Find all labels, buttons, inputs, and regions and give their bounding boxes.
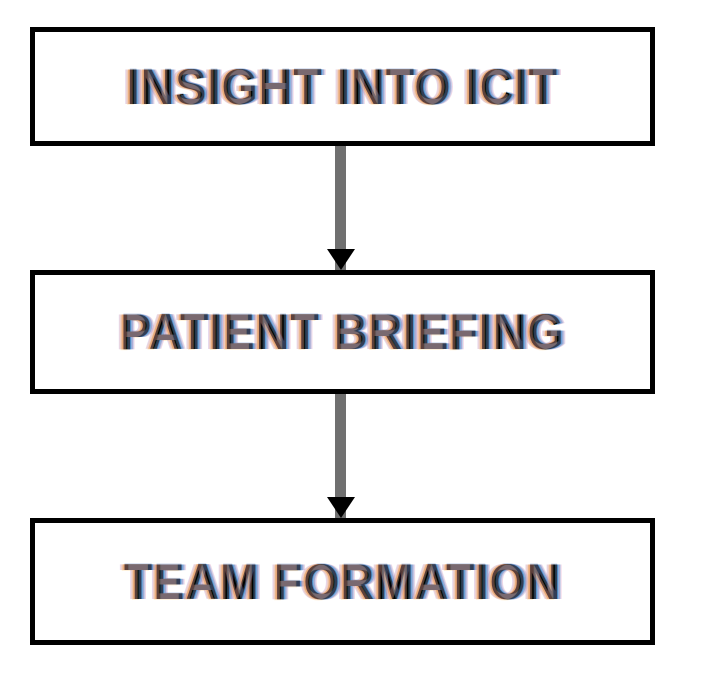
flow-connector-2 — [326, 394, 355, 518]
flow-node-label: TEAM FORMATION — [124, 557, 562, 607]
flow-node-label: PATIENT BRIEFING — [120, 307, 565, 357]
flow-node-insight-into-icit[interactable]: INSIGHT INTO ICIT — [30, 27, 655, 146]
arrow-shaft — [335, 146, 346, 270]
flow-node-team-formation[interactable]: TEAM FORMATION — [30, 518, 655, 645]
flow-connector-1 — [326, 146, 355, 270]
arrow-shaft — [335, 394, 346, 518]
flow-node-label: INSIGHT INTO ICIT — [127, 62, 559, 112]
arrow-down-icon — [326, 249, 355, 270]
arrow-down-icon — [326, 497, 355, 518]
flow-node-patient-briefing[interactable]: PATIENT BRIEFING — [30, 270, 655, 394]
